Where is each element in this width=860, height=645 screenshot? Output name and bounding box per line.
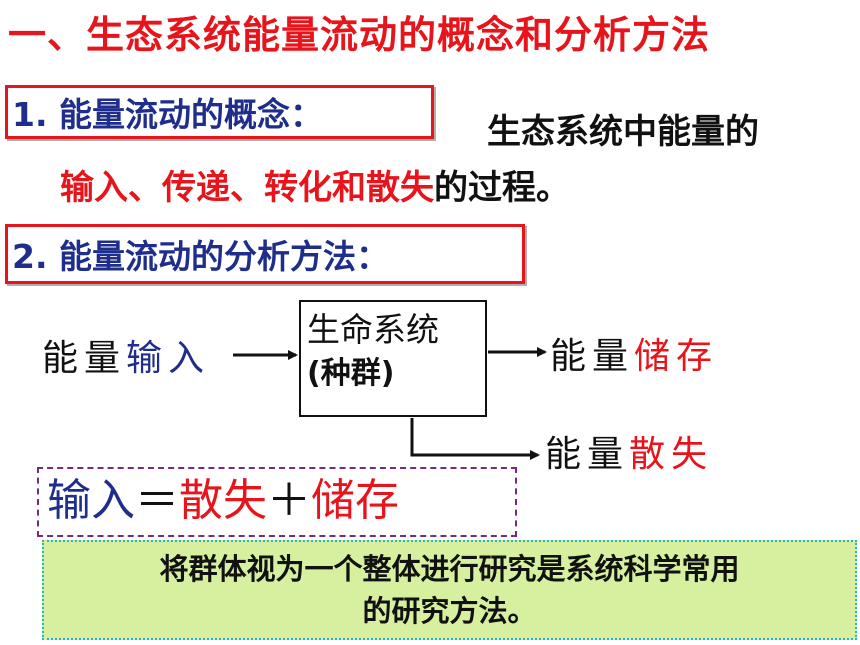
energy-input-prefix: 能量 (42, 338, 127, 379)
definition-line-1: 生态系统中能量的 (487, 112, 759, 152)
heading-energy-flow-concept: 1. 能量流动的概念： (5, 85, 434, 139)
equation-loss: 散失 (179, 475, 267, 526)
definition-tail: 的过程。 (434, 168, 570, 208)
energy-equation: 输入＝散失＋储存 (47, 473, 399, 529)
population-label: (种群) (307, 356, 395, 391)
energy-loss-prefix: 能量 (545, 434, 630, 475)
equation-plus: ＋ (267, 475, 311, 526)
energy-storage-label: 能量储存 (550, 327, 718, 379)
equation-storage: 储存 (311, 475, 399, 526)
equation-equals: ＝ (135, 475, 179, 526)
energy-input-word: 输入 (126, 338, 211, 379)
energy-storage-prefix: 能量 (550, 336, 635, 377)
slide-title: 一、生态系统能量流动的概念和分析方法 (8, 13, 711, 57)
definition-highlight: 输入、传递、转化和散失 (60, 168, 434, 208)
method-note-line-1: 将群体视为一个整体进行研究是系统科学常用 (159, 552, 740, 586)
life-system-box: 生命系统 (种群) (299, 300, 487, 417)
equation-input: 输入 (47, 475, 135, 526)
equation-frame (37, 467, 517, 537)
method-note-line-2: 的研究方法。 (362, 594, 537, 628)
energy-loss-word: 散失 (629, 434, 714, 475)
definition-line-2: 输入、传递、转化和散失的过程。 (60, 160, 570, 209)
energy-loss-label: 能量散失 (545, 425, 713, 477)
heading-analysis-method: 2. 能量流动的分析方法： (5, 224, 525, 284)
energy-storage-word: 储存 (634, 336, 719, 377)
energy-input-label: 能量输入 (42, 329, 210, 381)
arrow-system-to-loss (410, 418, 540, 460)
method-note-box: 将群体视为一个整体进行研究是系统科学常用 的研究方法。 (42, 540, 857, 640)
life-system-label: 生命系统 (307, 310, 439, 349)
